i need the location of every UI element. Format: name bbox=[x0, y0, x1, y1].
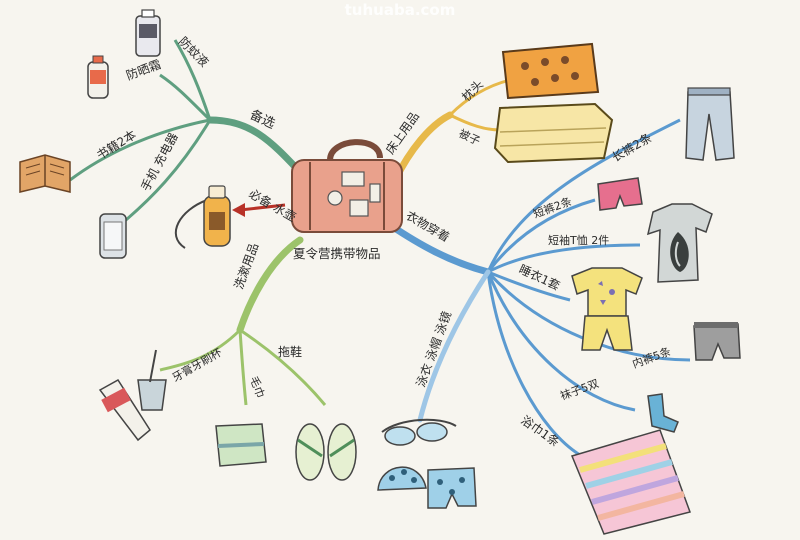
branch-wash bbox=[236, 236, 304, 334]
toothpaste-icon bbox=[98, 379, 151, 442]
branch-spare-repellent bbox=[173, 39, 212, 121]
branch-clothes-shorts bbox=[486, 198, 596, 273]
branch-spare-sunscreen bbox=[159, 73, 212, 122]
label-long-pants: 长裤2条 bbox=[610, 131, 655, 165]
shorts-icon bbox=[597, 177, 643, 211]
branch-spare bbox=[206, 116, 304, 176]
slippers-icon bbox=[295, 423, 357, 481]
water-bottle-icon bbox=[174, 185, 231, 249]
label-slippers: 拖鞋 bbox=[278, 344, 302, 359]
label-underwear: 内裤5条 bbox=[630, 344, 672, 371]
branch-clothes-underwear bbox=[486, 270, 691, 362]
label-wash: 洗漱用品 bbox=[232, 241, 262, 291]
pajamas-icon bbox=[571, 267, 643, 351]
towel-icon bbox=[215, 423, 267, 467]
tshirt-icon bbox=[646, 203, 713, 283]
water-arrow-head bbox=[232, 203, 245, 217]
quilt-icon bbox=[493, 102, 614, 164]
pillow-icon bbox=[501, 42, 600, 100]
phone-icon bbox=[99, 213, 127, 259]
swim-trunks-icon bbox=[427, 467, 477, 509]
suitcase-icon bbox=[291, 139, 403, 233]
branch-bed-quilt bbox=[449, 113, 501, 132]
branch-bed-pillow bbox=[448, 78, 511, 117]
goggles-icon bbox=[381, 418, 457, 446]
watermark: tuhuaba.com bbox=[345, 1, 456, 19]
label-pillow: 枕头 bbox=[459, 77, 487, 105]
branch-clothes-tshirt bbox=[487, 243, 641, 274]
branch-spare-books bbox=[69, 118, 211, 182]
branch-wash-towel bbox=[238, 329, 248, 406]
branch-wash-slippers bbox=[239, 328, 327, 406]
label-quilt: 被子 bbox=[457, 127, 482, 148]
long-pants-icon bbox=[685, 87, 735, 161]
label-towel: 浴巾1条 bbox=[518, 413, 562, 449]
sunscreen-icon bbox=[87, 55, 109, 99]
swim-cap-icon bbox=[377, 466, 427, 491]
label-socks: 袜子5双 bbox=[558, 376, 600, 403]
bath-towel-icon bbox=[570, 429, 691, 535]
cup-icon bbox=[137, 349, 167, 411]
underwear-icon bbox=[693, 322, 741, 361]
branch-clothes bbox=[386, 221, 492, 276]
branch-clothes-pajamas bbox=[487, 270, 571, 302]
branch-spare-phone bbox=[119, 119, 212, 227]
label-face-towel: 毛巾 bbox=[247, 374, 268, 399]
repellent-bottle-icon bbox=[135, 9, 161, 57]
branch-wash-toothpaste bbox=[159, 328, 242, 372]
branch-swim bbox=[417, 269, 491, 423]
water-arrow bbox=[239, 203, 286, 212]
sock-icon bbox=[647, 393, 679, 433]
branch-clothes-towel bbox=[486, 271, 581, 457]
label-pajamas: 睡衣1套 bbox=[517, 261, 563, 293]
label-sunscreen: 防晒霜 bbox=[124, 56, 163, 82]
branch-clothes-socks bbox=[486, 271, 636, 412]
center-label: 夏令营携带物品 bbox=[293, 246, 381, 261]
branch-clothes-pants bbox=[486, 118, 681, 273]
book-icon bbox=[19, 154, 71, 193]
label-tshirt: 短袖T恤 2件 bbox=[548, 233, 609, 247]
